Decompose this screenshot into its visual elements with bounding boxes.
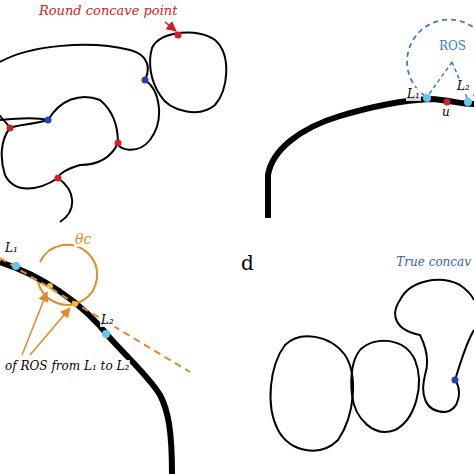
concave-dot xyxy=(142,77,149,84)
concave-dot xyxy=(115,140,122,147)
pointer-arrow xyxy=(165,22,176,31)
tangent-line xyxy=(0,258,190,372)
ros-point xyxy=(72,301,78,307)
zoomed-contour xyxy=(268,99,474,218)
concave-dot xyxy=(452,377,459,384)
concave-dot xyxy=(45,117,52,124)
pointer-arrow xyxy=(22,292,47,355)
concave-dot xyxy=(55,175,62,182)
pointer-arrow xyxy=(30,308,70,355)
zoomed-contour xyxy=(0,262,172,474)
contour xyxy=(0,32,226,222)
angle-arc xyxy=(38,245,97,305)
contour xyxy=(271,280,474,451)
panel-letter: d xyxy=(240,252,255,274)
annotation: True concav xyxy=(395,256,472,269)
l1-dot xyxy=(423,94,431,102)
l2-dot xyxy=(464,98,472,106)
ros-radius xyxy=(427,62,452,97)
ros-label: ROS xyxy=(438,40,467,53)
point-label: u xyxy=(441,106,451,119)
ros-circle xyxy=(407,20,474,98)
concave-dot xyxy=(175,32,182,39)
l2-dot xyxy=(102,330,110,338)
l1-dot xyxy=(12,262,20,270)
u-dot xyxy=(444,99,451,106)
angle-label: θc xyxy=(74,232,92,247)
point-label: L₁ xyxy=(4,242,19,255)
point-label: L₂ xyxy=(456,80,471,93)
ros-point xyxy=(47,283,53,289)
annotation: of ROS from L₁ to L₂ xyxy=(4,360,130,373)
point-label: L₁ xyxy=(406,88,421,101)
point-label: L₂ xyxy=(100,314,115,327)
concave-dot xyxy=(7,125,14,132)
annotation: Round concave point xyxy=(38,4,178,18)
